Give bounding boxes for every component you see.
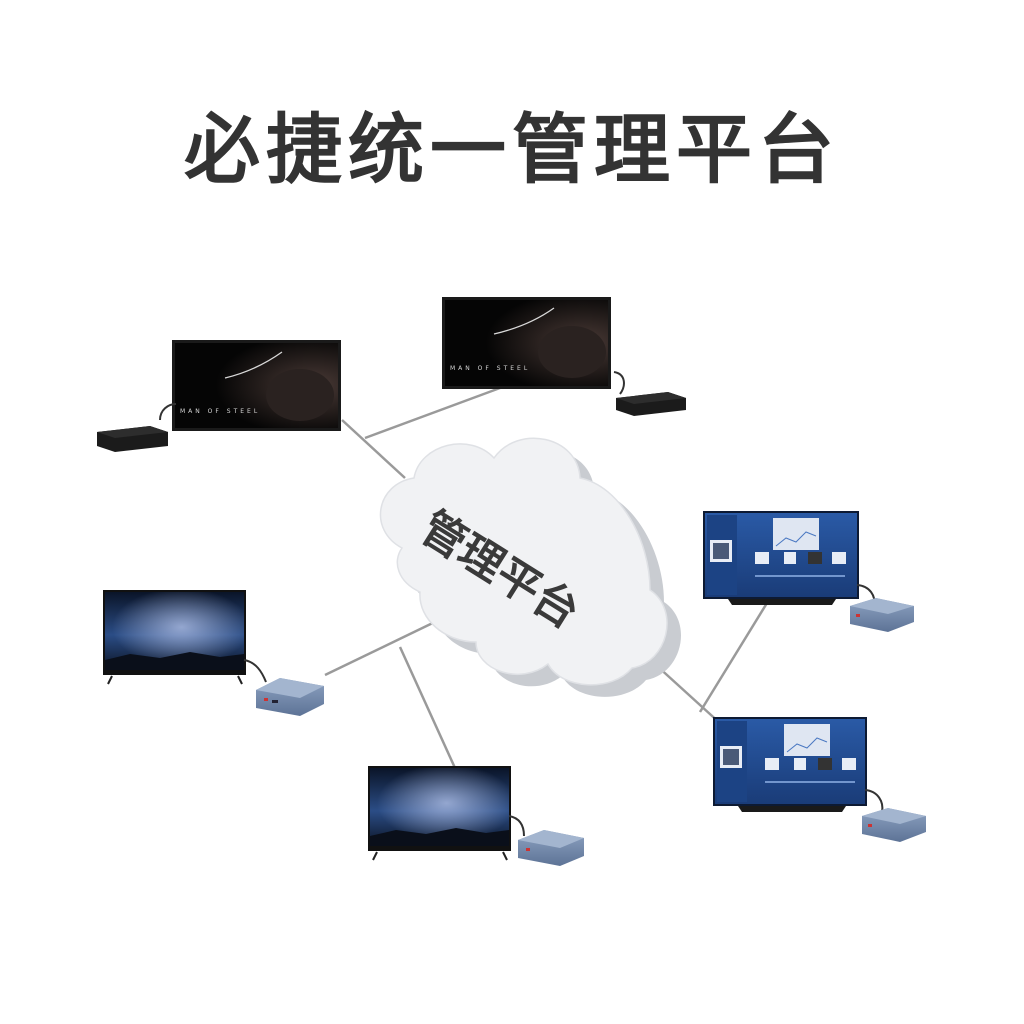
media-box-left	[256, 678, 324, 716]
link-right-branch	[698, 602, 769, 713]
tv-bottom-center	[368, 766, 584, 866]
media-box-right-lower	[862, 808, 926, 842]
display-top-center: MAN OF STEEL	[442, 297, 686, 416]
link-top-center	[364, 386, 501, 440]
media-box-top-left	[97, 426, 168, 452]
management-cloud: 管理平台	[379, 437, 682, 697]
media-box-right-upper	[850, 598, 914, 632]
link-bottom	[398, 646, 457, 769]
display-top-center-title: MAN OF STEEL	[450, 365, 530, 372]
connection-lines	[324, 386, 769, 769]
page-title: 必捷统一管理平台	[184, 105, 840, 194]
tv-right-lower	[713, 717, 926, 842]
display-top-left: MAN OF STEEL	[97, 340, 341, 452]
media-box-top-center	[616, 392, 686, 416]
link-top-left	[341, 419, 406, 479]
tv-left	[103, 590, 324, 716]
tv-right-upper	[703, 511, 914, 632]
media-box-bottom	[518, 830, 584, 866]
display-top-left-title: MAN OF STEEL	[180, 408, 260, 415]
